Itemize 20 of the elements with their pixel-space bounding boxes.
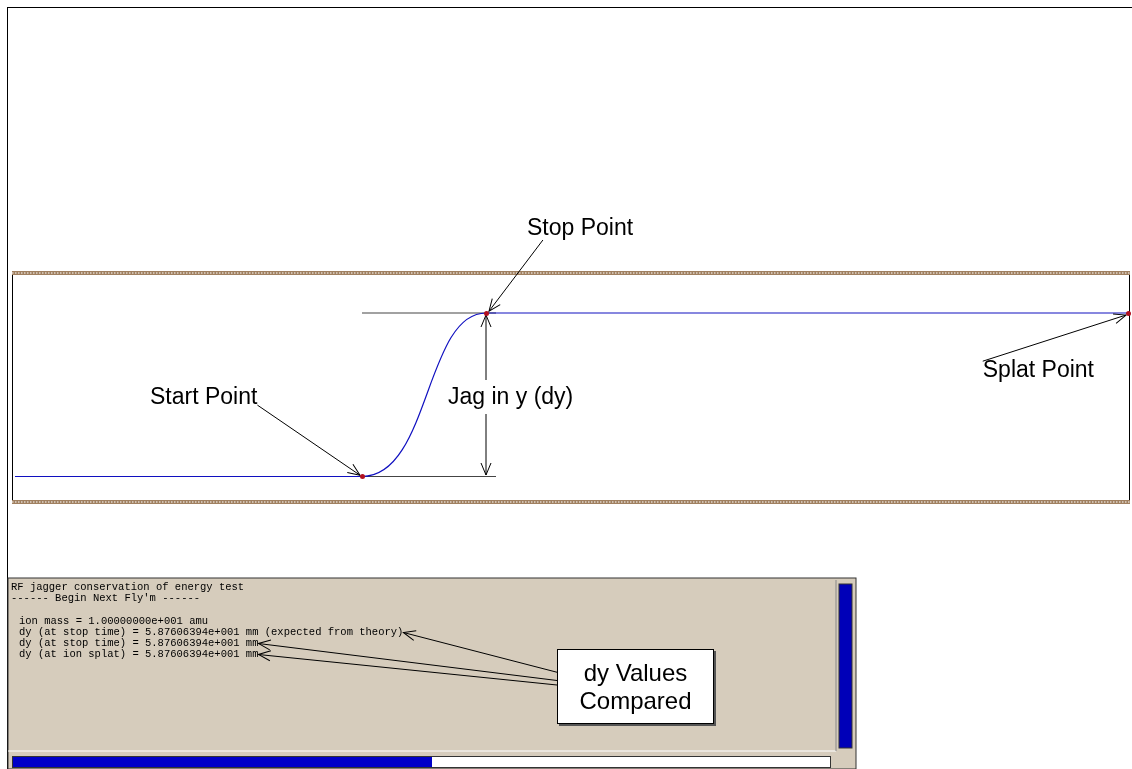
callout-text: Start Point [150, 383, 258, 409]
splat-point-marker [1126, 311, 1131, 316]
start-point-marker [360, 474, 365, 479]
callout-text: Splat Point [982, 356, 1094, 382]
stop-point-marker [484, 311, 489, 316]
leader-arrow [488, 239, 544, 312]
console-line: dy (at stop time) = 5.87606394e+001 mm [19, 638, 259, 649]
leader-arrow [982, 313, 1127, 362]
dimension-label: Jag in y (dy) [448, 383, 574, 409]
leader-arrow [257, 650, 558, 686]
console-line: ion mass = 1.00000000e+001 amu [19, 616, 209, 627]
callout-text: Stop Point [527, 214, 634, 240]
leader-arrow [402, 630, 558, 673]
callout-box: dy Values Compared [557, 649, 714, 724]
console-line: dy (at stop time) = 5.87606394e+001 mm (expected from theory) [19, 627, 404, 638]
leader-arrow [256, 404, 361, 476]
leader-arrow [257, 639, 558, 681]
console-line: ------ Begin Next Fly'm ------ [11, 593, 201, 604]
console-line: dy (at ion splat) = 5.87606394e+001 mm [19, 649, 259, 660]
console-line: RF jagger conservation of energy test [11, 582, 245, 593]
